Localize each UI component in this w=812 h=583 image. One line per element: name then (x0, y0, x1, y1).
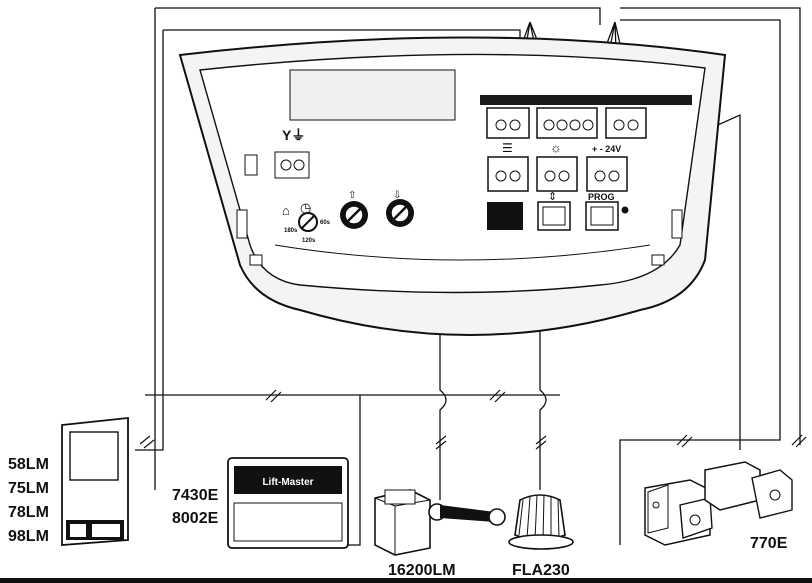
terminal-block-1 (486, 107, 530, 139)
flashing-light (508, 494, 574, 550)
light-icon: ☼ (550, 140, 562, 155)
antenna-terminal: Y⏚ (274, 127, 310, 179)
opener-housing (178, 36, 727, 336)
wall-console (61, 416, 129, 546)
up-force-dial[interactable]: ⇧ (340, 190, 368, 229)
remote-model-1: 7430E (172, 487, 219, 504)
left-small-slot (244, 154, 258, 176)
break-marks (139, 389, 807, 450)
flashing-light-base (508, 534, 574, 550)
flashing-light-model: FLA230 (512, 562, 570, 579)
strip-icon: ☰ (502, 141, 513, 155)
down-force-dial[interactable]: ⇩ (386, 190, 414, 227)
limit-switch-arm (440, 505, 495, 522)
wall-console-model-2: 75LM (8, 480, 49, 497)
flashing-light-wire (539, 175, 547, 490)
remote-lower-panel (233, 502, 343, 542)
center-plate (289, 69, 456, 121)
limit-switch-body-top (384, 489, 416, 505)
terminal-board: ☰ ☼ + - 24V ⇕ PROG (480, 95, 692, 231)
right-slot (671, 209, 683, 239)
limit-switch-model: 16200LM (388, 562, 456, 579)
timer-label-120: 120s (302, 238, 316, 244)
timer-dial[interactable]: ⌂ ◷ 180s 60s 120s (282, 200, 331, 244)
remote-brand-strip (234, 466, 342, 494)
remote-brand: Lift-Master (262, 477, 313, 488)
wall-console-wire-left-inner (135, 30, 164, 451)
wall-console-wire-outer (155, 7, 601, 25)
prog-label: PROG (588, 192, 615, 202)
page-bottom-rule (0, 578, 812, 583)
photocell-pair (644, 461, 793, 546)
right-outer-wire (620, 7, 801, 445)
right-inner-wire (619, 19, 781, 545)
housing-lower-panel (274, 244, 651, 261)
limit-switch (374, 489, 506, 556)
down-force-icon: ⇩ (393, 190, 401, 201)
terminal-block-5 (536, 156, 578, 192)
antenna-icon: Y⏚ (282, 127, 305, 143)
wall-console-model-3: 78LM (8, 504, 49, 521)
terminal-strip-bar (480, 95, 692, 105)
power-terminal-label: + - 24V (592, 144, 621, 154)
remote-receiver: Lift-Master (227, 457, 349, 549)
up-force-icon: ⇧ (348, 190, 356, 201)
prog-led (621, 206, 629, 214)
left-slot (236, 209, 248, 239)
black-button[interactable] (487, 202, 523, 230)
timer-label-60: 60s (320, 220, 331, 226)
left-foot (249, 254, 263, 266)
wall-console-button-1[interactable] (70, 524, 86, 537)
terminal-block-6 (586, 156, 628, 192)
clock-icon: ◷ (300, 200, 311, 215)
wall-console-display (69, 431, 119, 481)
limit-switch-roller (488, 508, 506, 526)
wall-console-button-2[interactable] (92, 524, 120, 537)
timer-label-180: 180s (284, 228, 298, 234)
remote-model-2: 8002E (172, 510, 219, 527)
up-down-icon: ⇕ (548, 191, 557, 203)
terminal-block-3 (605, 107, 647, 139)
right-foot (651, 254, 665, 266)
wall-console-model-1: 58LM (8, 456, 49, 473)
garage-light-icon: ⌂ (282, 203, 290, 218)
wall-console-model-4: 98LM (8, 528, 49, 545)
photocell-model: 770E (750, 535, 788, 552)
limit-switch-wire (439, 175, 447, 500)
terminal-block-4 (487, 156, 529, 192)
